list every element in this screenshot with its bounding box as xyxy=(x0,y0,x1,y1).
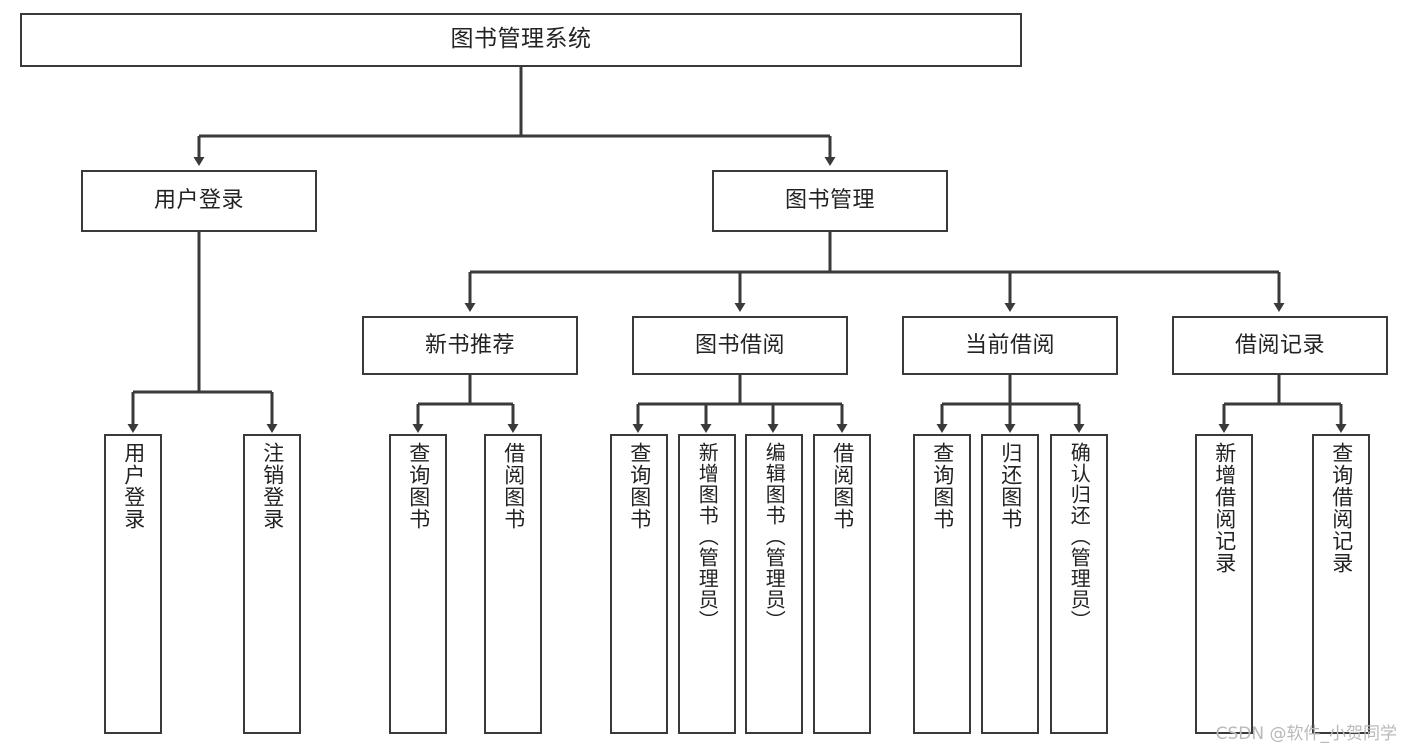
leaf-logout[interactable]: 注销登录 xyxy=(243,434,301,734)
node-current-borrow[interactable]: 当前借阅 xyxy=(902,316,1118,375)
leaf-edit-book-admin[interactable]: 编辑图书（管理员） xyxy=(745,434,803,734)
leaf-return-book[interactable]: 归还图书 xyxy=(981,434,1039,734)
node-label: 图书管理系统 xyxy=(450,26,592,53)
leaf-add-borrow-record[interactable]: 新增借阅记录 xyxy=(1195,434,1253,734)
node-label: 查询图书 xyxy=(406,442,431,530)
node-label: 用户登录 xyxy=(121,442,146,530)
leaf-borrow-book-recommend[interactable]: 借阅图书 xyxy=(484,434,542,734)
leaf-query-book-borrow[interactable]: 查询图书 xyxy=(610,434,668,734)
node-label: 图书管理 xyxy=(784,188,875,214)
node-label: 查询借阅记录 xyxy=(1329,442,1354,574)
node-borrow-records[interactable]: 借阅记录 xyxy=(1172,316,1388,375)
node-label: 确认归还（管理员） xyxy=(1067,442,1092,631)
node-new-book-recommend[interactable]: 新书推荐 xyxy=(362,316,578,375)
node-label: 归还图书 xyxy=(998,442,1023,530)
node-label: 编辑图书（管理员） xyxy=(762,442,787,631)
node-book-borrow[interactable]: 图书借阅 xyxy=(632,316,848,375)
node-book-management[interactable]: 图书管理 xyxy=(712,170,948,232)
node-user-login[interactable]: 用户登录 xyxy=(81,170,317,232)
leaf-query-book-current[interactable]: 查询图书 xyxy=(913,434,971,734)
leaf-add-book-admin[interactable]: 新增图书（管理员） xyxy=(678,434,736,734)
watermark: CSDN @软件_小贺同学 xyxy=(1215,724,1397,744)
node-label: 借阅记录 xyxy=(1234,332,1325,358)
node-label: 新增图书（管理员） xyxy=(695,442,720,631)
node-label: 用户登录 xyxy=(153,188,244,214)
leaf-query-borrow-record[interactable]: 查询借阅记录 xyxy=(1312,434,1370,734)
node-root-system[interactable]: 图书管理系统 xyxy=(20,13,1022,67)
node-label: 借阅图书 xyxy=(830,442,855,530)
node-label: 查询图书 xyxy=(627,442,652,530)
node-label: 注销登录 xyxy=(260,442,285,530)
node-label: 新书推荐 xyxy=(424,332,515,358)
node-label: 借阅图书 xyxy=(501,442,526,530)
node-label: 查询图书 xyxy=(930,442,955,530)
node-label: 图书借阅 xyxy=(694,332,785,358)
leaf-query-book-recommend[interactable]: 查询图书 xyxy=(389,434,447,734)
leaf-user-login[interactable]: 用户登录 xyxy=(104,434,162,734)
node-label: 当前借阅 xyxy=(964,332,1055,358)
leaf-confirm-return-admin[interactable]: 确认归还（管理员） xyxy=(1050,434,1108,734)
leaf-borrow-book[interactable]: 借阅图书 xyxy=(813,434,871,734)
node-label: 新增借阅记录 xyxy=(1212,442,1237,574)
